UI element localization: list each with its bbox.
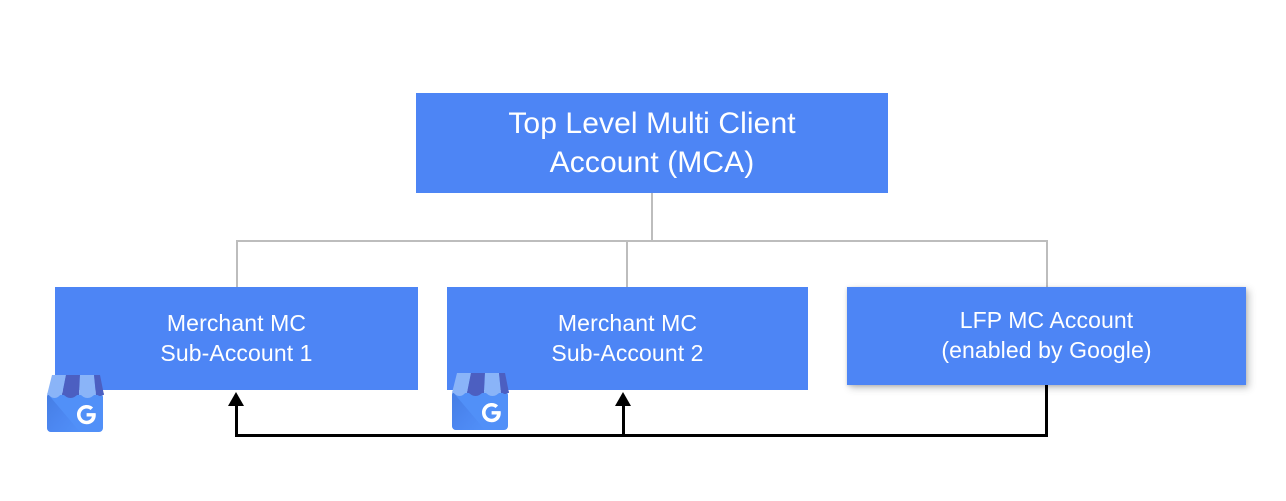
node-merchant-sub-account-1[interactable]: Merchant MC Sub-Account 1 xyxy=(55,287,418,390)
arrowhead-into-sub-account-2 xyxy=(615,392,631,406)
node-merchant-sub-account-2-label: Merchant MC Sub-Account 2 xyxy=(551,309,704,366)
connector-drop-lfp xyxy=(1046,240,1048,288)
arrow-segment-horizontal xyxy=(235,434,1048,437)
connector-horizontal-bus xyxy=(236,240,1048,242)
node-top-level-mca[interactable]: Top Level Multi Client Account (MCA) xyxy=(416,93,888,193)
google-my-business-icon xyxy=(47,375,104,432)
node-merchant-sub-account-1-label: Merchant MC Sub-Account 1 xyxy=(160,309,313,366)
node-lfp-mc-account-label: LFP MC Account (enabled by Google) xyxy=(941,307,1152,363)
arrow-segment-up-sub1 xyxy=(235,404,238,436)
arrow-segment-lfp-down xyxy=(1045,385,1048,437)
node-merchant-sub-account-2[interactable]: Merchant MC Sub-Account 2 xyxy=(447,287,808,390)
arrow-segment-up-sub2 xyxy=(622,404,625,436)
google-my-business-icon xyxy=(452,373,509,430)
connector-mca-trunk xyxy=(651,193,653,242)
arrowhead-into-sub-account-1 xyxy=(228,392,244,406)
node-lfp-mc-account[interactable]: LFP MC Account (enabled by Google) xyxy=(847,287,1246,385)
node-top-level-mca-label: Top Level Multi Client Account (MCA) xyxy=(508,107,796,179)
connector-drop-sub1 xyxy=(236,240,238,288)
connector-drop-sub2 xyxy=(626,240,628,288)
